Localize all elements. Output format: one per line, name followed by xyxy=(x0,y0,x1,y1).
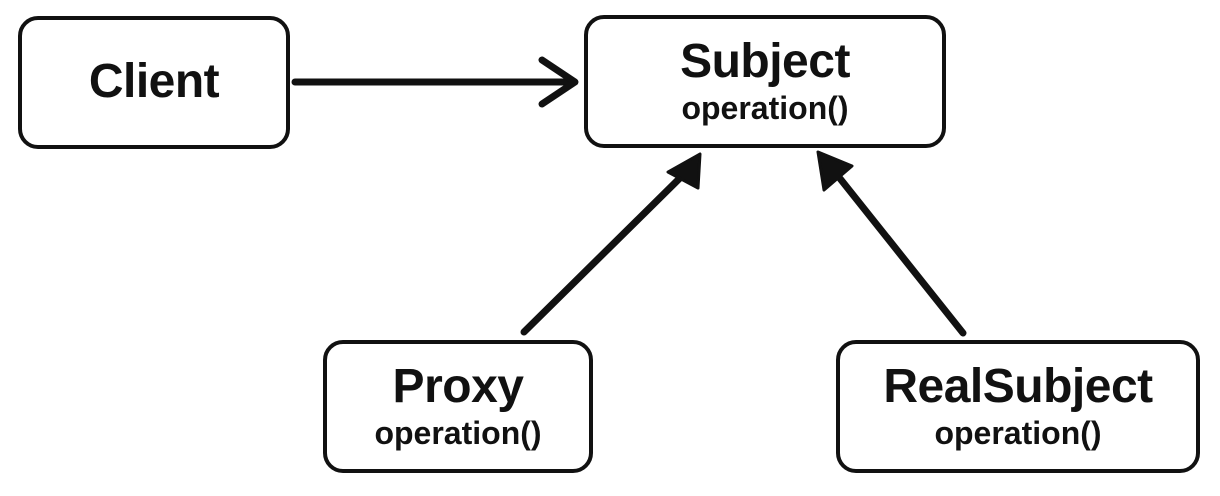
edge-proxy-to-subject xyxy=(520,152,702,336)
subject-operation: operation() xyxy=(681,90,849,127)
realsubject-title: RealSubject xyxy=(883,359,1153,413)
edge-realsubject-to-subject-arrowhead xyxy=(816,150,854,192)
realsubject-box: RealSubject operation() xyxy=(836,340,1200,473)
edge-client-to-subject-arrowhead xyxy=(538,56,579,108)
proxy-box: Proxy operation() xyxy=(323,340,593,473)
realsubject-operation: operation() xyxy=(934,415,1102,452)
edge-proxy-to-subject-arrowhead xyxy=(666,152,702,190)
client-title: Client xyxy=(88,55,220,109)
proxy-title: Proxy xyxy=(392,359,524,413)
edge-proxy-to-subject-line xyxy=(520,172,686,336)
proxy-operation: operation() xyxy=(374,415,542,452)
subject-box: Subject operation() xyxy=(584,15,946,148)
edge-realsubject-to-subject xyxy=(816,150,967,337)
edge-client-to-subject xyxy=(291,56,579,108)
client-box: Client xyxy=(18,16,290,149)
subject-title: Subject xyxy=(680,34,850,88)
edge-realsubject-to-subject-line xyxy=(834,172,967,337)
